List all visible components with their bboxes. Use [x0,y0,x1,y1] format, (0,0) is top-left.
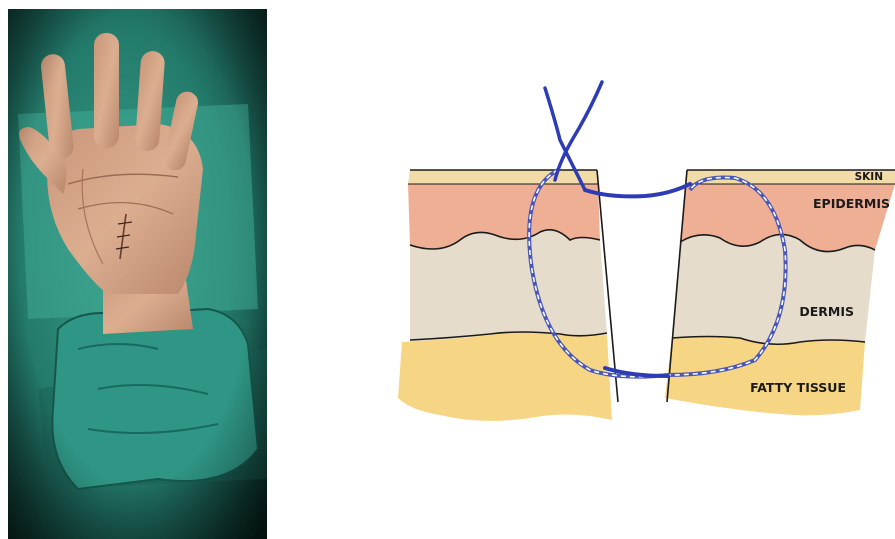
skin-layer-left [408,170,598,184]
suture-bridge-top [585,184,690,196]
label-dermis: DERMIS [799,304,854,319]
hand-photo-illustration [8,9,267,539]
label-skin: SKIN [855,171,883,183]
photo-vignette [8,9,267,539]
label-epidermis: EPIDERMIS [813,196,890,211]
fatty-layer-left [398,333,612,421]
label-fatty-tissue: FATTY TISSUE [750,380,846,395]
suture-diagram: SKIN EPIDERMIS DERMIS FATTY TISSUE [380,80,895,430]
left-tissue-block [398,170,618,421]
suture-diagram-svg: SKIN EPIDERMIS DERMIS FATTY TISSUE [380,80,895,430]
suture-tail-right [555,82,602,180]
clinical-photo [8,9,267,539]
